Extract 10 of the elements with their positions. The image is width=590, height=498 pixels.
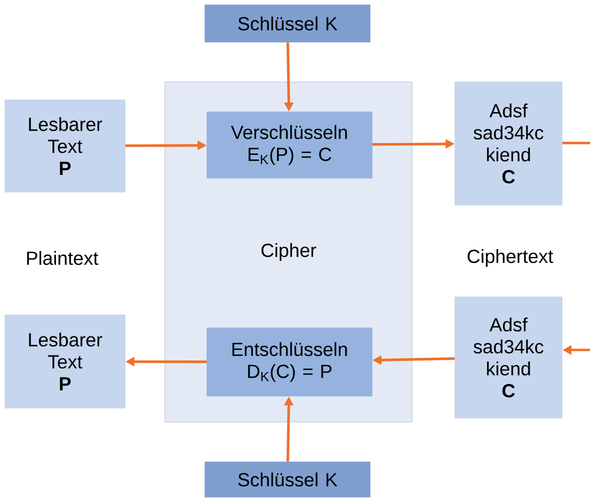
text-box: Lesbarer Text P — [4, 100, 126, 192]
label: Plaintext — [27, 251, 98, 265]
key-box: Schlüssel K — [204, 462, 370, 498]
label: Ciphertext — [468, 249, 554, 267]
key-box: Schlüssel K — [204, 4, 370, 42]
text-box: Adsf sad34kc kiend C — [454, 82, 562, 206]
process-box: Verschlüsseln E$_{K}$(P) = C — [206, 112, 372, 178]
text-box: Adsf sad34kc kiend C — [454, 296, 562, 418]
process-box: Entschlüsseln D$_{K}$(C) = P — [206, 328, 372, 396]
text-box: Lesbarer Text P — [4, 314, 126, 408]
